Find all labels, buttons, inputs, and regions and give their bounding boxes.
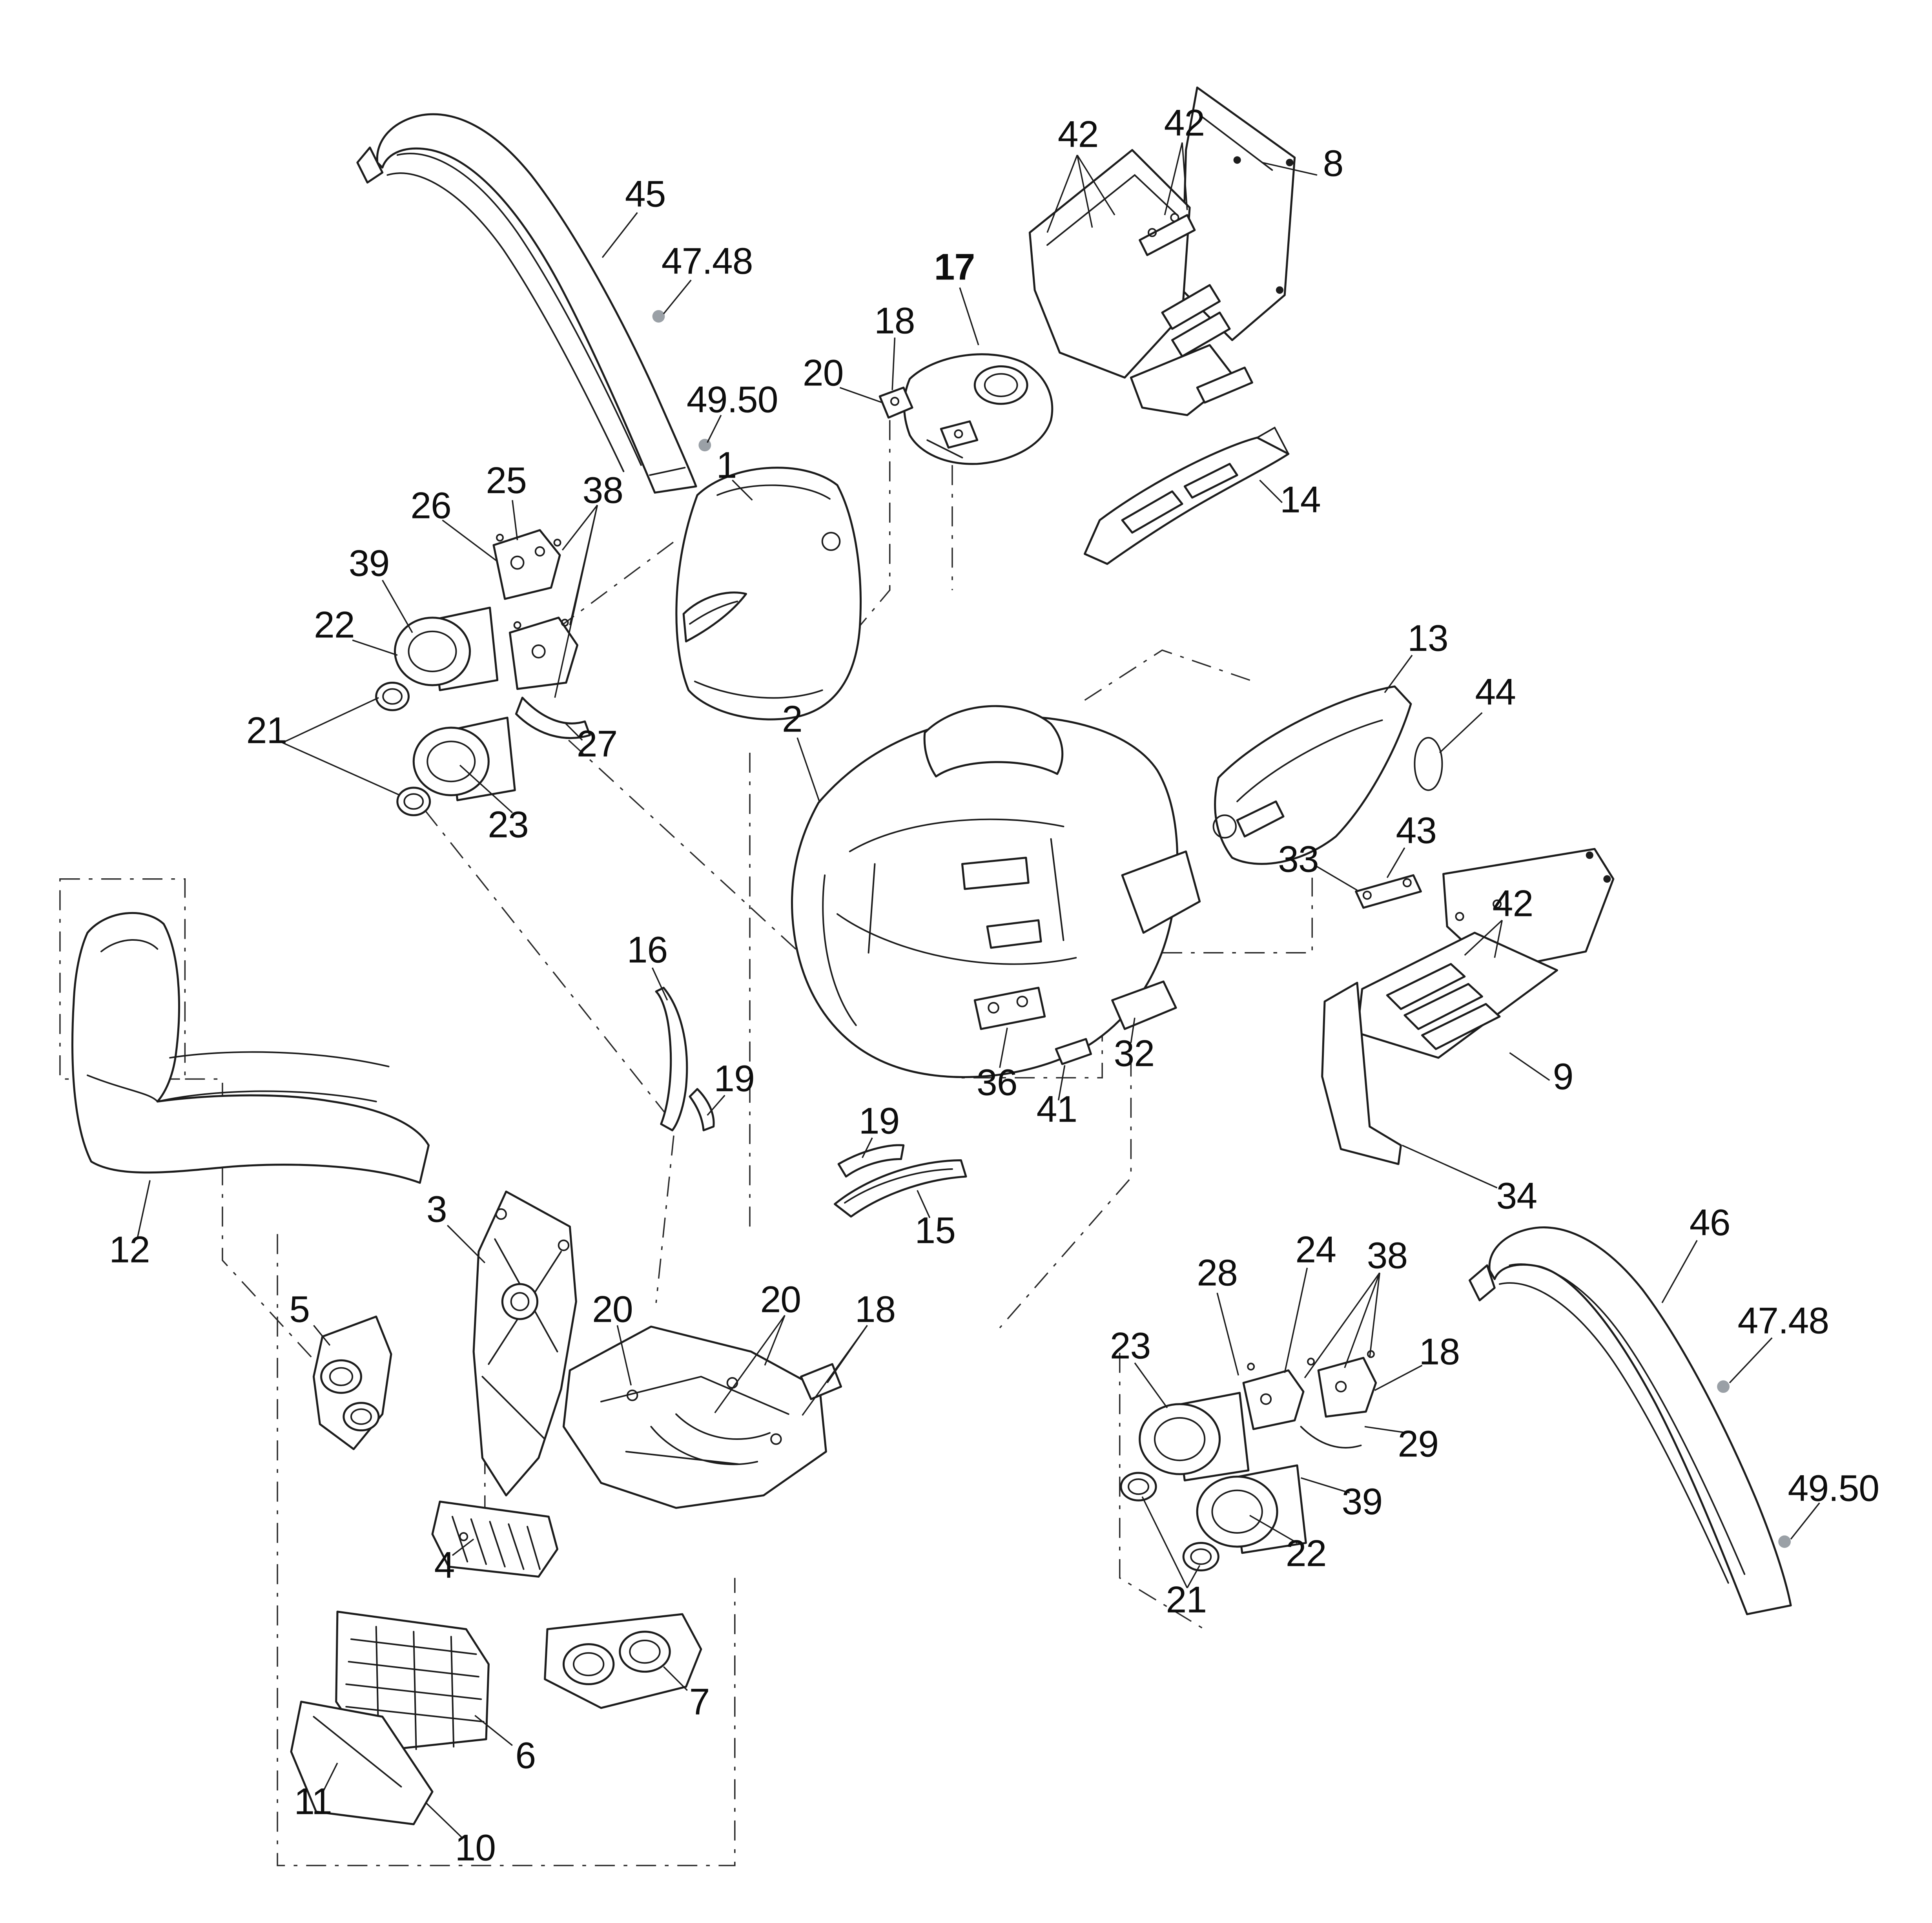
callout-38-44: 38	[1367, 1235, 1408, 1277]
callout-18-46: 18	[1419, 1331, 1460, 1373]
headlight-assembly-right	[1120, 1350, 1377, 1572]
callout-10-56: 10	[455, 1827, 496, 1869]
part-12-seat	[71, 912, 430, 1184]
part-44-ring	[1414, 737, 1443, 791]
part-2-main-body-frame	[791, 705, 1201, 1078]
callout-21-16: 21	[246, 710, 288, 752]
part-5-light-pod-left	[312, 1315, 392, 1450]
callout-20-37: 20	[592, 1288, 633, 1330]
callout-21-50: 21	[1166, 1579, 1207, 1621]
lower-frame-assembly	[562, 1325, 842, 1509]
callout-16-25: 16	[627, 929, 668, 971]
callout-33-22: 33	[1278, 838, 1319, 880]
callout-20-38: 20	[760, 1279, 801, 1321]
part-17-steering-cover	[879, 353, 1053, 465]
part-45-front-fender-trim	[356, 113, 697, 494]
callout-47-48-1: 47.48	[661, 240, 753, 282]
callout-26-11: 26	[410, 485, 452, 527]
reference-markers	[652, 310, 1791, 1548]
callout-32-31: 32	[1114, 1033, 1155, 1075]
callout-18-39: 18	[855, 1288, 896, 1330]
part-46-rear-fender-trim	[1469, 1226, 1792, 1615]
part-7-light-pod-center	[544, 1613, 702, 1709]
callout-15-28: 15	[915, 1210, 956, 1252]
callout-1-10: 1	[716, 444, 737, 486]
callout-3-35: 3	[426, 1188, 447, 1230]
callout-23-45: 23	[1110, 1325, 1151, 1367]
callout-22-49: 22	[1285, 1533, 1327, 1575]
callout-9-32: 9	[1553, 1056, 1574, 1098]
part-11-lower-panel	[290, 1700, 434, 1825]
callout-38-13: 38	[582, 469, 623, 511]
callout-29-47: 29	[1398, 1423, 1439, 1465]
callout-49-50-2: 49.50	[686, 379, 778, 421]
callout-44-21: 44	[1475, 671, 1516, 713]
callout-49-50-51: 49.50	[1788, 1467, 1880, 1509]
part-13-side-panel-right	[1212, 685, 1412, 865]
callout-34-33: 34	[1496, 1175, 1537, 1217]
part-1-front-cover	[675, 467, 862, 721]
callout-43-23: 43	[1396, 810, 1437, 852]
callout-19-27: 19	[858, 1100, 900, 1142]
callout-22-15: 22	[314, 604, 355, 646]
callout-4-52: 4	[434, 1544, 455, 1586]
callout-24-43: 24	[1295, 1229, 1336, 1271]
callout-7-54: 7	[689, 1681, 710, 1722]
callout-46-40: 46	[1689, 1202, 1731, 1244]
callout-8-8: 8	[1323, 142, 1344, 184]
callout-2-19: 2	[782, 698, 803, 740]
small-brackets-center	[973, 980, 1177, 1065]
callout-39-48: 39	[1341, 1481, 1383, 1523]
callout-41-30: 41	[1036, 1088, 1078, 1130]
callout-25-12: 25	[486, 460, 527, 502]
callout-36-29: 36	[976, 1062, 1018, 1104]
callout-17-3: 17	[934, 246, 975, 288]
callout-14-9: 14	[1280, 479, 1321, 521]
callout-42-24: 42	[1492, 883, 1534, 925]
part-8-footwell-assembly	[1028, 86, 1296, 416]
callout-47-48-41: 47.48	[1737, 1300, 1829, 1342]
headlight-assembly-left	[375, 606, 516, 816]
callout-11-55: 11	[294, 1781, 332, 1823]
part-9-footwell-right	[1321, 848, 1615, 1165]
part-14-side-step	[1084, 426, 1290, 565]
callout-18-4: 18	[874, 300, 915, 342]
callout-leader-lines	[137, 142, 1820, 1839]
trim-strips-center	[655, 987, 967, 1218]
callout-6-53: 6	[515, 1735, 536, 1777]
callout-20-5: 20	[802, 352, 844, 394]
callout-13-20: 13	[1407, 617, 1449, 659]
part-4-louver-insert	[431, 1500, 559, 1578]
callout-19-26: 19	[714, 1058, 755, 1100]
part-33-43-brackets	[1355, 874, 1422, 909]
callout-5-36: 5	[289, 1288, 310, 1330]
callout-39-14: 39	[348, 542, 390, 584]
callout-23-17: 23	[488, 804, 529, 846]
callout-27-18: 27	[576, 723, 618, 765]
callout-28-42: 28	[1197, 1252, 1238, 1294]
callout-45-0: 45	[625, 173, 666, 215]
part-3-front-frame-panel	[472, 1190, 577, 1496]
callout-42-7: 42	[1164, 102, 1205, 144]
callout-12-34: 12	[109, 1229, 150, 1271]
callout-42-6: 42	[1057, 113, 1099, 155]
